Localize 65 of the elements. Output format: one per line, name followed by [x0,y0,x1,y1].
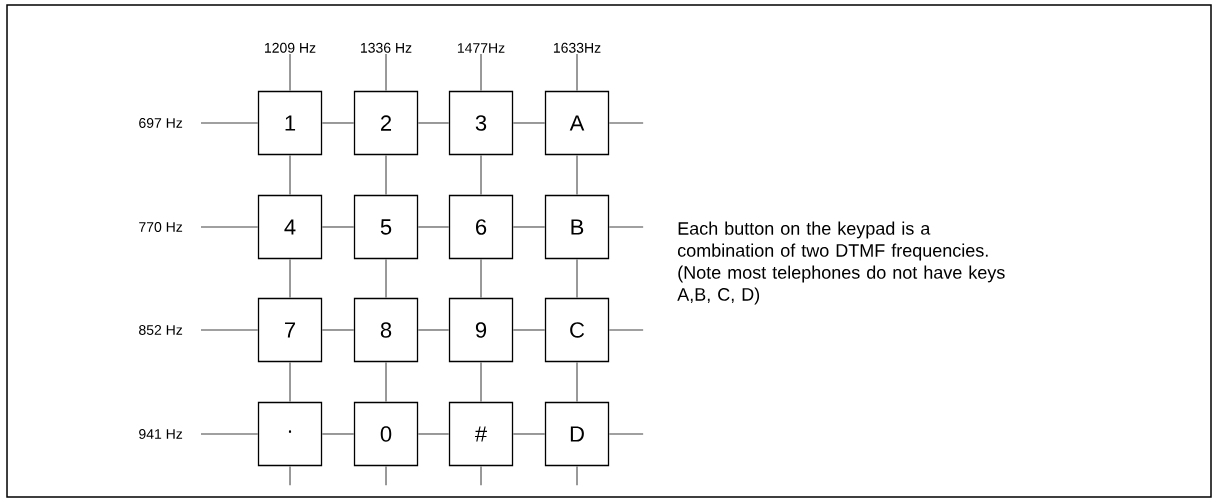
connector-line [417,122,450,124]
connector-line [608,226,644,228]
connector-line [608,433,644,435]
frequency-label: 1336 Hz [361,42,412,53]
keypad-key: C [544,297,610,363]
keypad-key: · [257,401,323,467]
connector-line [200,433,259,435]
frequency-label: 1477Hz [457,43,505,53]
connector-line [608,329,644,331]
connector-line [385,465,387,486]
frequency-label: 770 Hz [139,222,183,232]
keypad-key: D [544,401,610,467]
connector-line [321,433,355,435]
keypad-key: # [448,401,514,467]
connector-line [480,465,482,486]
connector-line [417,433,450,435]
connector-line [200,122,259,124]
connector-line [321,226,355,228]
keypad-key: 9 [448,297,514,363]
connector-line [417,226,450,228]
keypad-key: 5 [353,194,419,260]
connector-line [385,361,387,403]
connector-line [385,53,387,92]
connector-line [576,465,578,486]
connector-line [289,361,291,403]
connector-line [512,329,546,331]
keypad-key: 0 [353,401,419,467]
connector-line [289,154,291,196]
frequency-label: 1633Hz [553,42,601,53]
frequency-label: 852 Hz [139,325,183,335]
keypad-key: 3 [448,90,514,156]
keypad-key: 7 [257,297,323,363]
connector-line [576,258,578,299]
connector-line [289,258,291,299]
connector-line [200,226,259,228]
keypad-key: 8 [353,297,419,363]
connector-line [480,361,482,403]
connector-line [480,258,482,299]
connector-line [385,154,387,196]
connector-line [512,122,546,124]
keypad-key: 2 [353,90,419,156]
connector-line [289,53,291,92]
connector-line [608,122,644,124]
connector-line [417,329,450,331]
connector-line [385,258,387,299]
connector-line [200,329,259,331]
keypad-key: 4 [257,194,323,260]
frequency-label: 941 Hz [139,429,183,439]
connector-line [576,154,578,196]
connector-line [512,433,546,435]
keypad-key: 6 [448,194,514,260]
connector-line [480,154,482,196]
keypad-key: 1 [257,90,323,156]
frequency-label: 697 Hz [139,118,183,128]
note-text: Each button on the keypad is a combination of two DTMF frequencies. (Note most telephones do not have keys A,B, C, D) [677,221,1005,305]
connector-line [289,465,291,486]
connector-line [321,329,355,331]
connector-line [576,53,578,92]
keypad-key: B [544,194,610,260]
connector-line [480,53,482,92]
keypad-key: A [544,90,610,156]
connector-line [512,226,546,228]
connector-line [321,122,355,124]
frequency-label: 1209 Hz [265,42,316,53]
connector-line [576,361,578,403]
